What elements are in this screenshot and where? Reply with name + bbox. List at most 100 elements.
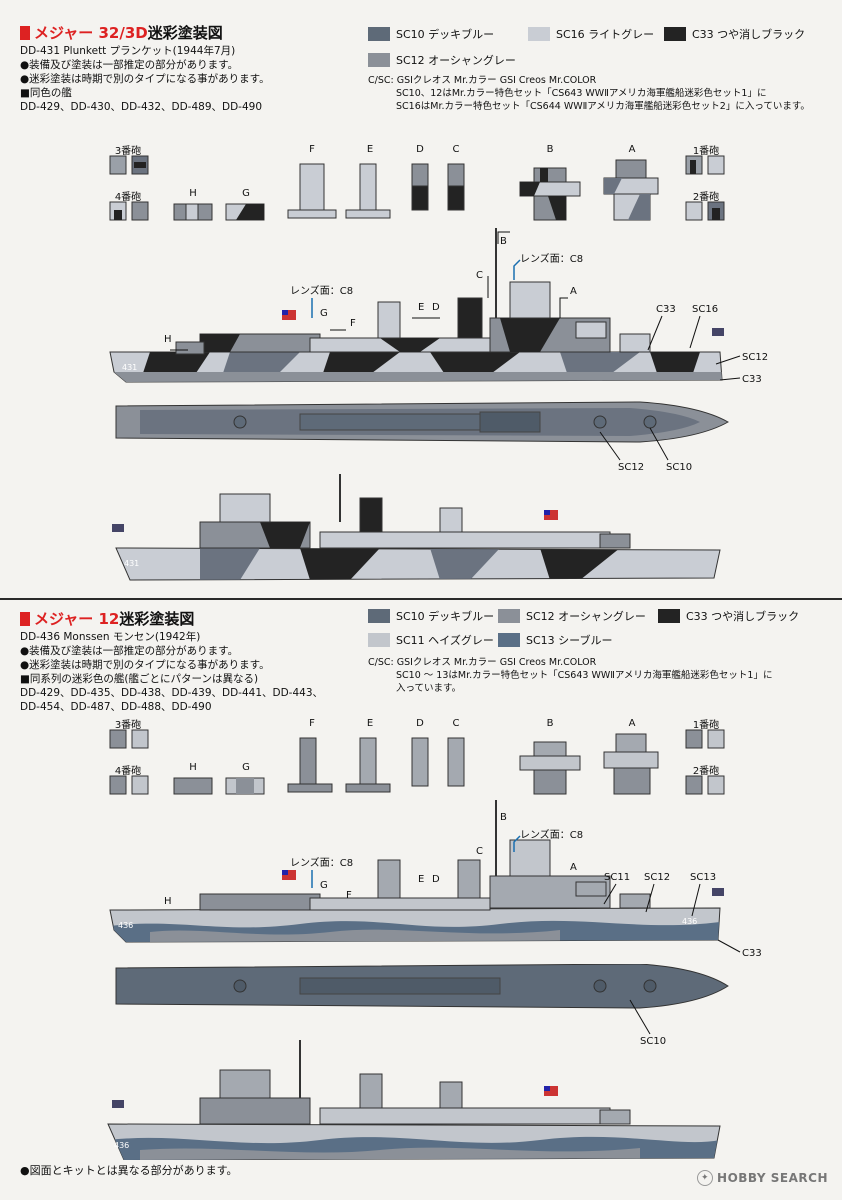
callout-sc12-top: SC12 — [618, 462, 644, 473]
callout-lens-lower: レンズ面：C8 — [290, 856, 353, 869]
ship-port-profile: 431 — [112, 474, 721, 581]
hull-number: 431 — [124, 559, 139, 568]
parts-diagram: 3番砲 4番砲 H G F E D C B A 1番砲 2番砲 — [0, 714, 842, 804]
label-part-h: H — [189, 188, 197, 199]
gun-3-views — [109, 729, 149, 749]
part-g-drawing — [225, 203, 265, 221]
hull-number: 436 — [682, 917, 697, 926]
gsi-line: SC10、12はMr.カラー特色セット「CS643 WWⅡアメリカ海軍艦船迷彩色… — [396, 88, 767, 99]
swatch-c33: C33 つや消しブラック — [664, 26, 805, 42]
ship-info: DD-436 Monssen モンセン(1942年) ●装備及び塗装は一部推定の… — [20, 630, 323, 714]
label-gun-1: 1番砲 — [692, 146, 720, 157]
swatch-sc13: SC13 シーブルー — [498, 632, 613, 648]
label-part-g: G — [242, 188, 250, 199]
swatch-sc16: SC16 ライトグレー — [528, 26, 654, 42]
ship-starboard-profile: 431 — [109, 228, 724, 383]
part-b-drawing — [519, 741, 581, 795]
watermark: ✦ HOBBY SEARCH — [697, 1170, 828, 1186]
starboard-profile-diagram: 431 B レンズ面：C8 C A レンズ面：C8 G F E D — [109, 228, 768, 385]
label-part-b: B — [546, 144, 554, 155]
swatch-sc12: SC12 オーシャングレー — [368, 52, 516, 68]
callout-h: H — [164, 334, 172, 345]
info-line: DD-429、DD-435、DD-438、DD-439、DD-441、DD-44… — [20, 687, 324, 699]
title-marker — [20, 25, 30, 40]
footnote: ●図面とキットとは異なる部分があります。 — [20, 1164, 238, 1177]
swatch-sc12: SC12 オーシャングレー — [498, 608, 646, 624]
callout-sc10-top: SC10 — [666, 462, 692, 473]
gun-3-views — [109, 155, 149, 175]
color-chip — [528, 27, 550, 41]
callout-c: C — [476, 270, 483, 281]
callout-sc13: SC13 — [690, 872, 716, 883]
swatch-label: SC12 オーシャングレー — [526, 610, 646, 623]
label-gun-4: 4番砲 — [114, 192, 142, 203]
callout-g: G — [320, 880, 328, 891]
swatch-label: SC16 ライトグレー — [556, 28, 655, 41]
swatch-label: SC10 デッキブルー — [396, 28, 495, 41]
hull-number: 436 — [114, 1141, 129, 1150]
callout-lens-upper: レンズ面：C8 — [520, 828, 583, 841]
jack-flag-icon — [112, 1100, 124, 1108]
part-d-drawing — [411, 737, 429, 787]
gun-4-views — [109, 201, 149, 221]
label-gun-2: 2番砲 — [692, 766, 720, 777]
callouts: B レンズ面：C8 C A レンズ面：C8 G F E D H C33 — [164, 231, 768, 385]
us-flag-icon — [282, 310, 296, 320]
callout-g: G — [320, 308, 328, 319]
ship-top-view — [115, 401, 730, 443]
info-line: DD-436 Monssen モンセン(1942年) — [20, 631, 201, 643]
callouts: B レンズ面：C8 C A レンズ面：C8 G F E D H SC11 SC1… — [164, 812, 762, 959]
part-c-drawing — [447, 163, 465, 211]
parts-drawings — [109, 729, 725, 795]
info-line: ●装備及び塗装は一部推定の部分があります。 — [20, 59, 239, 71]
gun-1-views — [685, 155, 725, 175]
part-e-drawing — [345, 737, 391, 793]
callout-d: D — [432, 874, 440, 885]
color-chip — [658, 609, 680, 623]
gsi-line: 入っています。 — [396, 683, 462, 694]
hull-number: 436 — [118, 921, 133, 930]
label-part-b: B — [546, 718, 554, 729]
callout-h: H — [164, 896, 172, 907]
info-line: ●迷彩塗装は時期で別のタイプになる事があります。 — [20, 73, 270, 85]
swatch-sc10: SC10 デッキブルー — [368, 608, 494, 624]
callout-sc12: SC12 — [742, 352, 768, 363]
gun-2-views — [685, 775, 725, 795]
top-view-diagram: SC10 — [115, 964, 729, 1047]
part-f-drawing — [287, 737, 333, 793]
title-rest: 迷彩塗装図 — [119, 610, 195, 628]
part-e-drawing — [345, 163, 391, 219]
info-line: DD-454、DD-487、DD-488、DD-490 — [20, 701, 212, 713]
callout-lens-lower: レンズ面：C8 — [290, 284, 353, 297]
label-gun-3: 3番砲 — [114, 720, 142, 731]
callout-b: B — [500, 812, 507, 823]
part-f-drawing — [287, 163, 337, 219]
gsi-line: C/SC: GSIクレオス Mr.カラー GSI Creos Mr.COLOR — [368, 75, 597, 86]
label-part-e: E — [366, 718, 374, 729]
us-flag-icon — [544, 510, 558, 520]
swatch-label: SC12 オーシャングレー — [396, 54, 516, 67]
callout-b: B — [500, 236, 507, 247]
info-line: DD-429、DD-430、DD-432、DD-489、DD-490 — [20, 101, 263, 113]
callout-d: D — [432, 302, 440, 313]
parts-drawings — [109, 155, 725, 221]
label-part-f: F — [309, 718, 315, 729]
section-title: メジャー 12 迷彩塗装図 — [20, 608, 194, 629]
label-part-a: A — [628, 144, 636, 155]
gsi-line: SC16はMr.カラー特色セット「CS644 WWⅡアメリカ海軍艦船迷彩色セット… — [396, 101, 810, 112]
callout-e: E — [418, 302, 424, 313]
jack-flag-icon — [712, 328, 724, 336]
part-a-drawing — [603, 733, 659, 795]
label-part-g: G — [242, 762, 250, 773]
watermark-text: HOBBY SEARCH — [717, 1171, 828, 1185]
color-chip — [368, 53, 390, 67]
callout-sc16: SC16 — [692, 304, 718, 315]
starboard-profile-diagram: 436 436 B レンズ面：C8 C A レンズ面：C8 G F E D H … — [109, 800, 762, 959]
ship-port-profile: 436 — [107, 1040, 721, 1160]
gun-2-views — [685, 201, 725, 221]
part-d-drawing — [411, 163, 429, 211]
label-gun-2: 2番砲 — [692, 192, 720, 203]
swatch-label: SC13 シーブルー — [526, 634, 613, 647]
color-chip — [498, 609, 520, 623]
gsi-note: C/SC: GSIクレオス Mr.カラー GSI Creos Mr.COLOR … — [368, 74, 810, 113]
